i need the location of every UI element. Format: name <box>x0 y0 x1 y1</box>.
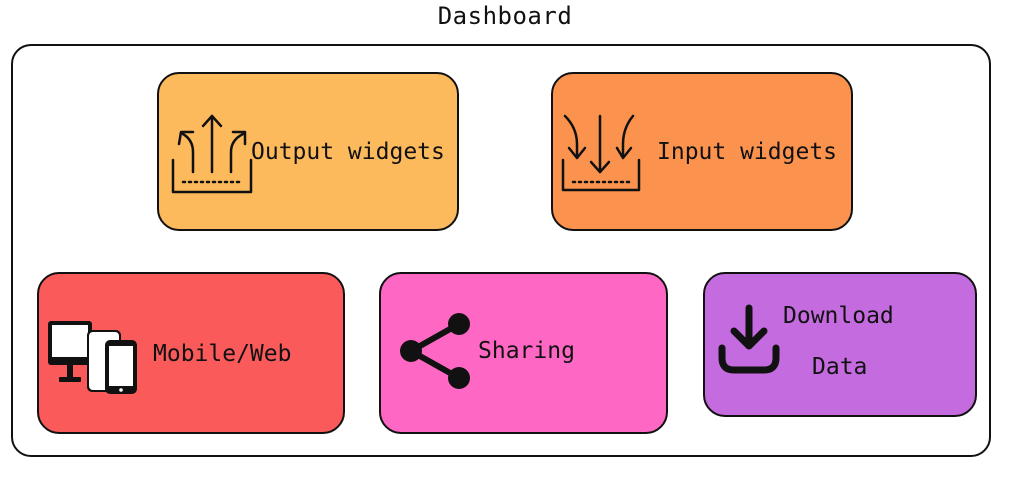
download-label-line2: Data <box>812 354 868 380</box>
download-label-line1: Download <box>783 303 894 329</box>
sharing-label: Sharing <box>478 338 575 364</box>
share-icon <box>400 313 470 389</box>
sharing-card: Sharing <box>379 272 668 434</box>
mobile-web-label: Mobile/Web <box>153 341 292 367</box>
devices-icon <box>48 321 137 394</box>
mobile-web-card: Mobile/Web <box>37 272 345 434</box>
download-icon <box>718 304 780 374</box>
diagram-title: Dashboard <box>437 2 573 30</box>
output-widgets-card: Output widgets <box>157 72 459 231</box>
output-widgets-label: Output widgets <box>251 139 445 165</box>
input-widgets-label: Input widgets <box>657 139 838 165</box>
input-widgets-card: Input widgets <box>551 72 853 231</box>
download-data-card: Download Data <box>703 272 977 417</box>
output-arrows-icon <box>171 114 253 194</box>
input-arrows-icon <box>561 114 641 192</box>
